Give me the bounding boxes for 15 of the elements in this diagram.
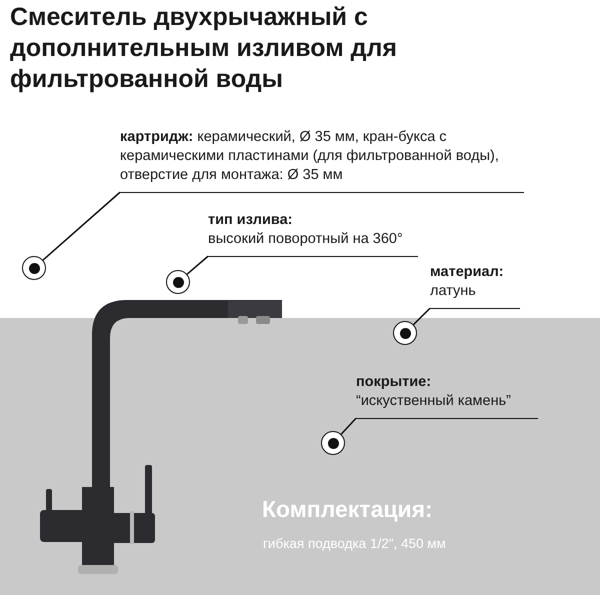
- callout-text: картридж: керамический, Ø 35 мм, кран-букса с керамическими пластинами (для фильтрованной воды), отверстие для монтажа: Ø 35 мм: [120, 128, 500, 185]
- leader-line: [42, 192, 120, 261]
- callout-marker: [166, 270, 190, 294]
- callout-underline: [120, 128, 524, 193]
- callout-marker: [22, 256, 46, 280]
- callout-heading: покрытие:: [356, 373, 432, 392]
- callout-heading: тип излива:: [208, 211, 294, 230]
- callout-heading: материал:: [430, 263, 505, 282]
- leader-line: [186, 256, 208, 275]
- callout-text: высокий поворотный на 360°: [208, 230, 404, 249]
- leader-line: [413, 308, 431, 326]
- leader-line: [340, 418, 357, 435]
- callout-text: “искуственный камень”: [356, 392, 512, 411]
- title: Смеситель двухрычажный с дополнительным изливом для фильтрованной воды: [10, 2, 398, 95]
- callout-text: латунь: [430, 282, 477, 301]
